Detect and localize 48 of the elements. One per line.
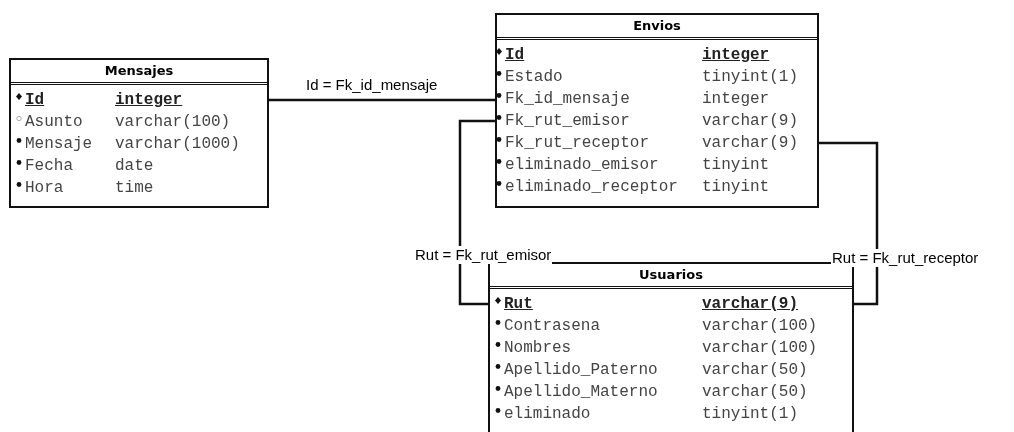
- column-type: varchar(50): [702, 382, 808, 403]
- column-name: Id: [25, 90, 45, 111]
- column-type: varchar(9): [702, 133, 798, 154]
- column-type: tinyint: [702, 177, 770, 198]
- column-name: Mensaje: [25, 134, 93, 155]
- column-type: tinyint: [702, 155, 770, 176]
- column-name: Fk_id_mensaje: [505, 89, 630, 110]
- column-name: eliminado: [504, 404, 591, 425]
- column-name: Contrasena: [504, 316, 600, 337]
- column-name: Fecha: [25, 156, 73, 177]
- edge-label: Rut = Fk_rut_emisor: [414, 246, 553, 264]
- edge-label: Rut = Fk_rut_receptor: [831, 249, 980, 267]
- column-type: integer: [115, 90, 183, 111]
- column-type: time: [115, 178, 154, 199]
- column-name: Rut: [504, 294, 533, 315]
- column-name: eliminado_receptor: [505, 177, 678, 198]
- column-name: Apellido_Paterno: [504, 360, 658, 381]
- column-name: Estado: [505, 67, 563, 88]
- column-name: Fk_rut_emisor: [505, 111, 630, 132]
- column-type: varchar(9): [702, 294, 798, 315]
- column-type: varchar(100): [702, 338, 818, 359]
- table-title: Mensajes: [104, 62, 174, 80]
- column-type: varchar(9): [702, 111, 798, 132]
- column-type: tinyint(1): [702, 404, 798, 425]
- edge-label: Id = Fk_id_mensaje: [305, 76, 439, 94]
- table-box: [9, 58, 269, 208]
- relationship-line: [819, 141, 879, 306]
- column-name: Apellido_Materno: [504, 382, 658, 403]
- column-type: integer: [702, 45, 770, 66]
- column-type: date: [115, 156, 154, 177]
- column-type: integer: [702, 89, 770, 110]
- relationship-line: [458, 119, 495, 306]
- column-type: varchar(100): [702, 316, 818, 337]
- table-title: Usuarios: [639, 266, 703, 284]
- table-box: [488, 262, 854, 432]
- column-name: Hora: [25, 178, 64, 199]
- column-type: varchar(100): [115, 112, 231, 133]
- column-type: tinyint(1): [702, 67, 798, 88]
- column-name: Nombres: [504, 338, 572, 359]
- table-title: Envios: [633, 17, 681, 35]
- relationship-line: [269, 98, 495, 102]
- table-box: [495, 13, 819, 208]
- column-name: Id: [505, 45, 525, 66]
- column-type: varchar(50): [702, 360, 808, 381]
- column-name: Asunto: [25, 112, 83, 133]
- column-type: varchar(1000): [115, 134, 240, 155]
- column-name: Fk_rut_receptor: [505, 133, 650, 154]
- column-name: eliminado_emisor: [505, 155, 659, 176]
